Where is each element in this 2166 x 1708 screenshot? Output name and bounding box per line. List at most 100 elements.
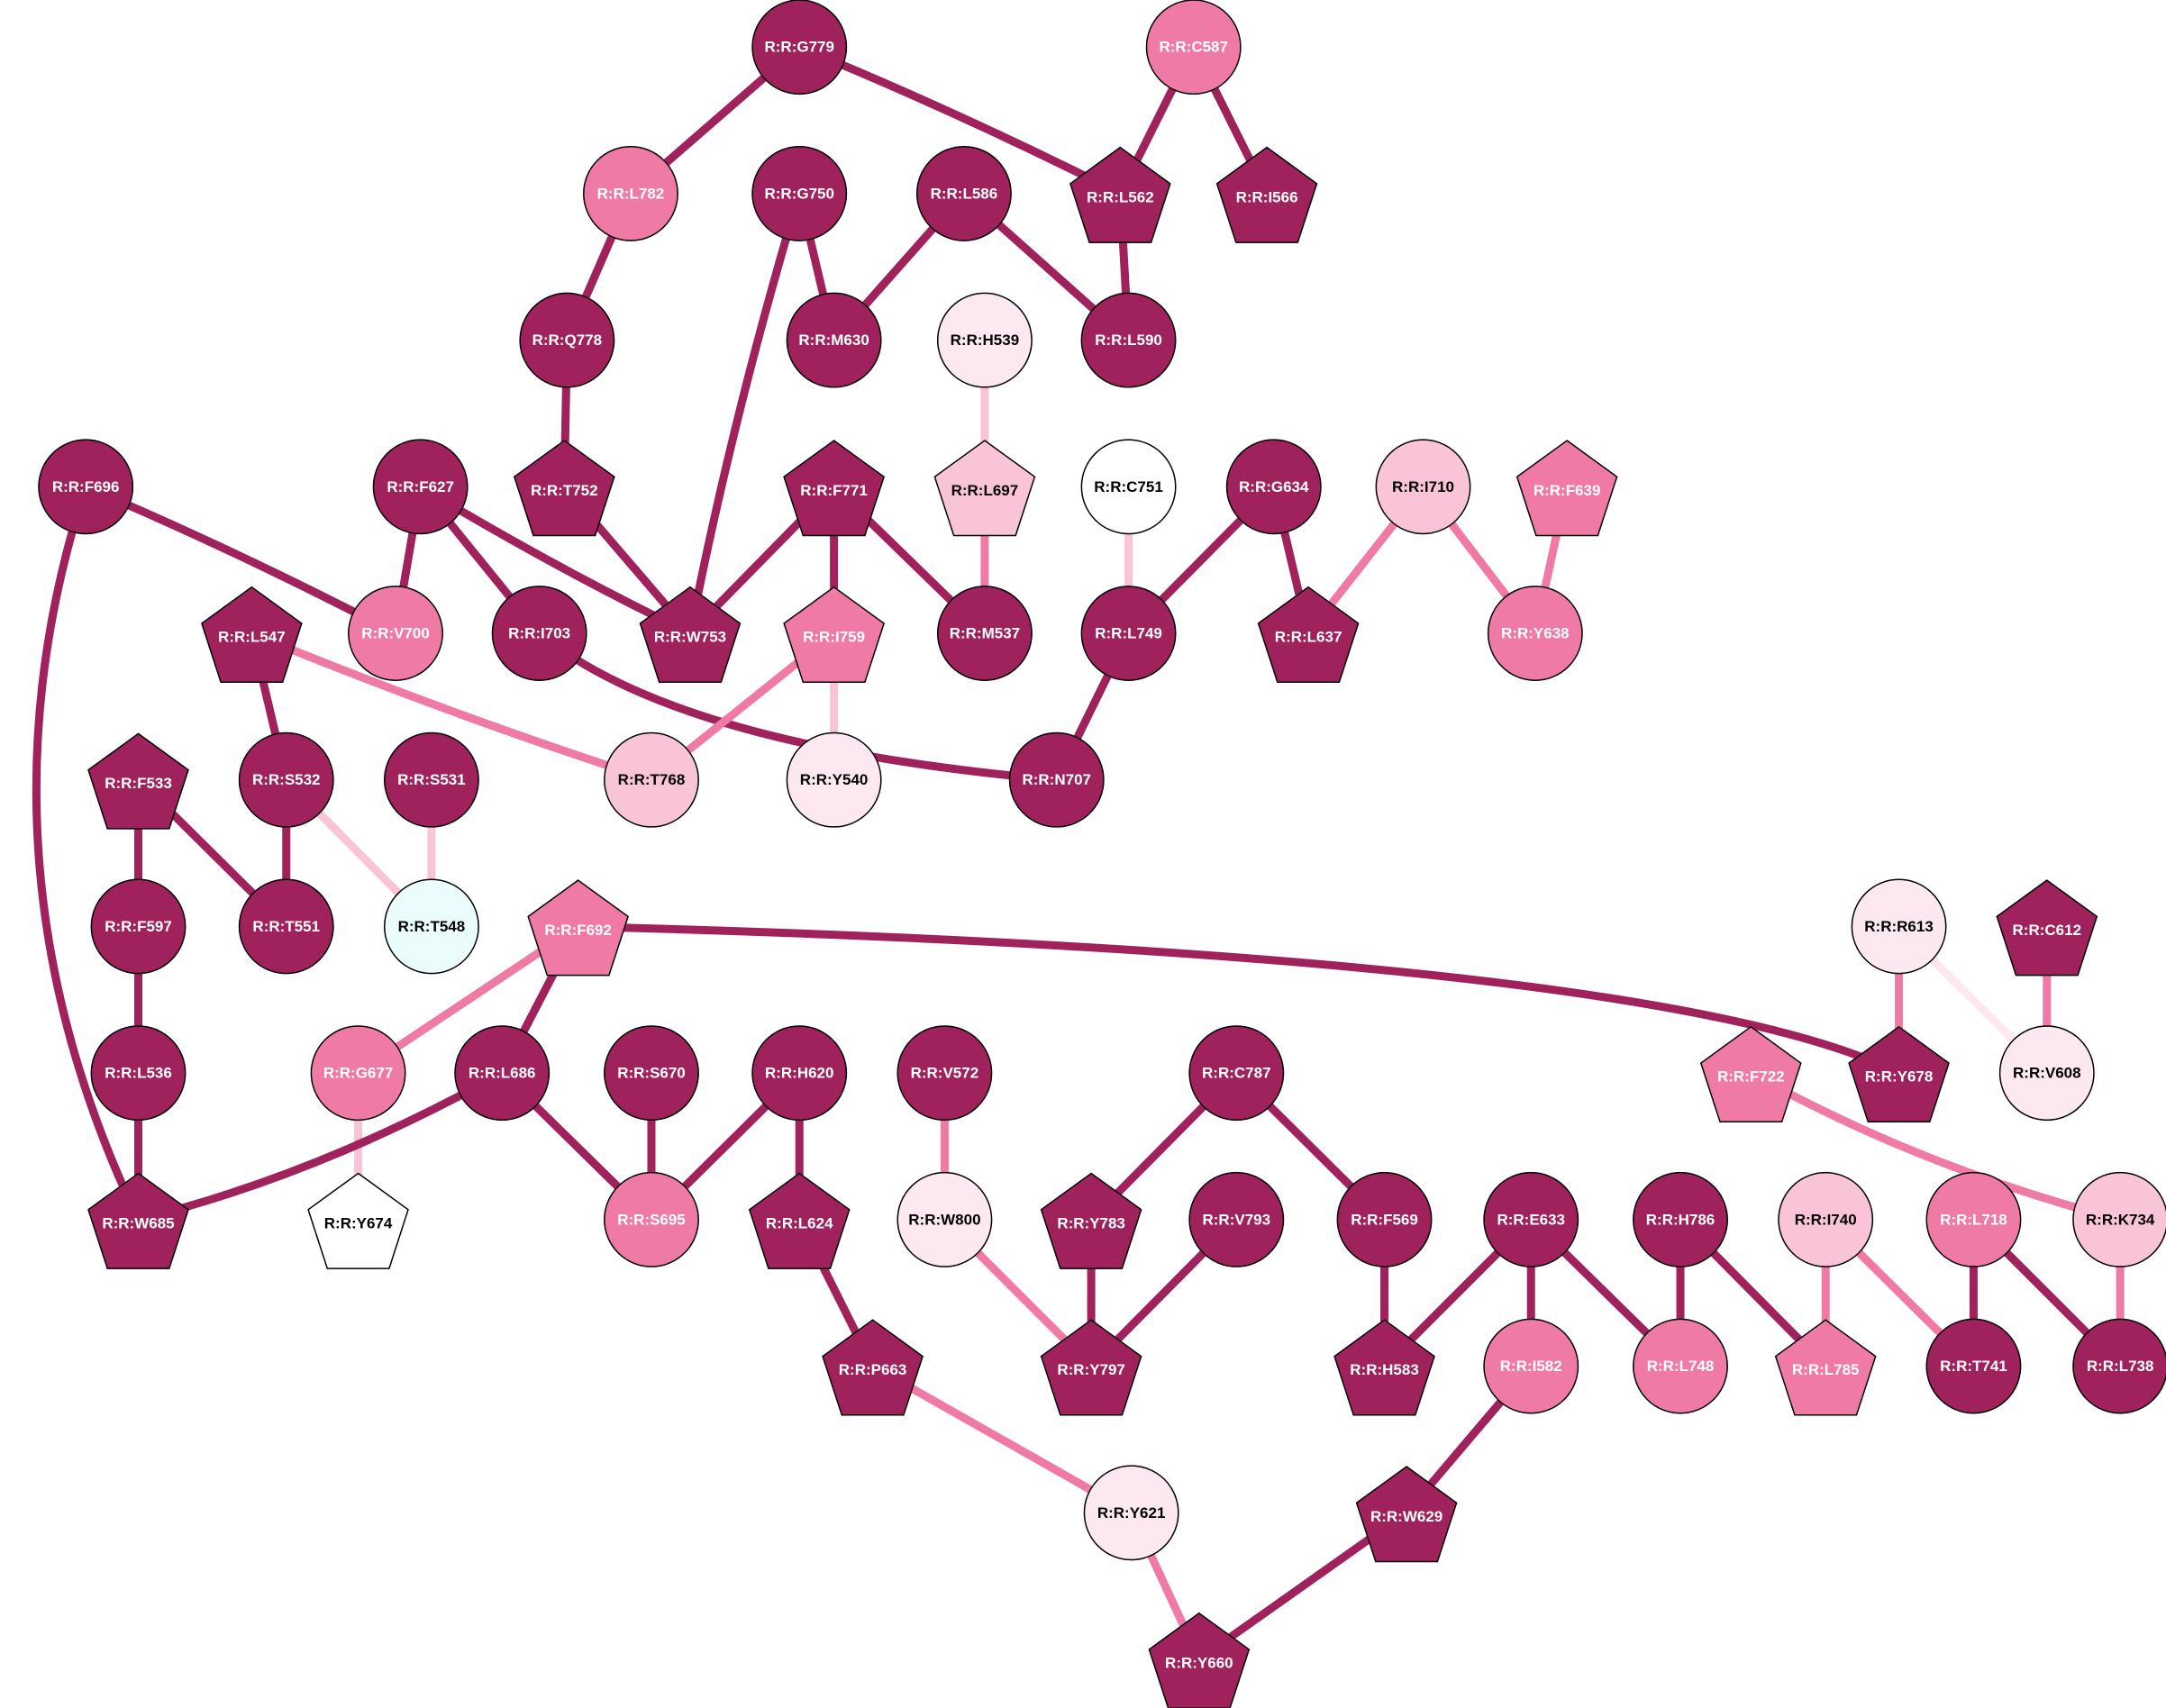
node-shape-v793: [1188, 1171, 1285, 1267]
node-shape-w753: [639, 586, 742, 683]
node-label-i759: R:R:I759: [803, 629, 865, 646]
node-label-l586: R:R:L586: [931, 185, 998, 202]
node-label-i703: R:R:I703: [508, 625, 570, 642]
node-shape-f722: [1699, 1025, 1802, 1123]
node-v793: R:R:V793: [1188, 1171, 1285, 1267]
node-label-p663: R:R:P663: [839, 1361, 907, 1378]
node-label-y540: R:R:Y540: [800, 771, 869, 788]
node-h786: R:R:H786: [1633, 1171, 1728, 1267]
node-f696: R:R:F696: [38, 439, 134, 535]
node-shape-e633: [1483, 1171, 1579, 1267]
node-i740: R:R:I740: [1778, 1171, 1874, 1267]
node-label-v700: R:R:V700: [361, 625, 430, 642]
node-label-y621: R:R:Y621: [1097, 1504, 1166, 1522]
node-shape-s670: [604, 1025, 699, 1122]
node-r613: R:R:R613: [1851, 878, 1947, 975]
node-label-l547: R:R:L547: [218, 629, 286, 646]
node-y678: R:R:Y678: [1848, 1025, 1950, 1123]
node-g677: R:R:G677: [310, 1025, 406, 1122]
node-i759: R:R:I759: [783, 586, 885, 683]
node-shape-f533: [87, 732, 189, 830]
edge-p663-y621: [869, 1362, 1136, 1517]
node-y660: R:R:Y660: [1148, 1612, 1251, 1708]
node-shape-f627: [372, 439, 469, 535]
node-shape-i740: [1778, 1171, 1874, 1267]
edge-l547-t768: [247, 629, 656, 785]
node-l718: R:R:L718: [1925, 1171, 2022, 1267]
node-shape-h583: [1333, 1319, 1435, 1416]
node-l686: R:R:L686: [454, 1025, 551, 1122]
node-shape-c787: [1188, 1025, 1285, 1122]
node-label-l782: R:R:L782: [597, 185, 665, 202]
node-label-h620: R:R:H620: [765, 1065, 834, 1082]
node-c751: R:R:C751: [1080, 439, 1177, 535]
edge-f696-w685: [32, 482, 142, 1224]
node-label-c612: R:R:C612: [2013, 922, 2082, 939]
edge-f722-k734: [1746, 1068, 2125, 1224]
node-label-l686: R:R:L686: [469, 1065, 536, 1082]
node-shape-m537: [936, 586, 1033, 681]
node-shape-g750: [751, 145, 848, 241]
node-label-l738: R:R:L738: [2087, 1358, 2154, 1375]
node-label-w753: R:R:W753: [654, 629, 726, 646]
node-label-i710: R:R:I710: [1392, 478, 1454, 495]
node-label-l718: R:R:L718: [1940, 1211, 2007, 1228]
node-shape-t768: [604, 731, 699, 828]
node-v700: R:R:V700: [348, 586, 443, 681]
node-shape-f692: [527, 879, 629, 977]
node-label-l536: R:R:L536: [105, 1065, 172, 1082]
node-s531: R:R:S531: [383, 731, 479, 828]
node-label-c587: R:R:C587: [1159, 39, 1228, 56]
node-i710: R:R:I710: [1375, 439, 1471, 535]
node-label-f569: R:R:F569: [1351, 1211, 1418, 1228]
node-q778: R:R:Q778: [519, 292, 615, 388]
node-f627: R:R:F627: [372, 439, 469, 535]
node-label-h539: R:R:H539: [951, 332, 1020, 349]
node-label-f533: R:R:F533: [105, 775, 172, 792]
node-shape-l749: [1080, 586, 1177, 681]
node-shape-y660: [1148, 1612, 1251, 1708]
node-label-l748: R:R:L748: [1647, 1358, 1715, 1375]
edge-l686-w685: [134, 1068, 506, 1224]
node-label-v793: R:R:V793: [1202, 1211, 1270, 1228]
node-label-l697: R:R:L697: [951, 482, 1019, 499]
node-label-g677: R:R:G677: [323, 1065, 393, 1082]
node-shape-l697: [933, 440, 1036, 537]
node-label-y660: R:R:Y660: [1165, 1655, 1233, 1672]
node-shape-y540: [786, 731, 882, 828]
node-t548: R:R:T548: [383, 878, 479, 975]
node-k734: R:R:K734: [2072, 1171, 2166, 1267]
node-shape-c587: [1145, 0, 1242, 95]
node-shape-r613: [1851, 878, 1947, 975]
node-label-l749: R:R:L749: [1095, 625, 1162, 642]
node-l738: R:R:L738: [2072, 1318, 2166, 1414]
node-shape-y678: [1848, 1025, 1950, 1123]
node-label-f771: R:R:F771: [800, 482, 868, 499]
node-shape-i566: [1215, 146, 1318, 243]
node-shape-f639: [1515, 440, 1618, 537]
node-shape-l738: [2072, 1318, 2166, 1414]
node-h539: R:R:H539: [936, 292, 1033, 388]
node-y621: R:R:Y621: [1083, 1465, 1179, 1561]
node-shape-s531: [383, 731, 479, 828]
node-shape-i703: [491, 586, 587, 681]
node-i566: R:R:I566: [1215, 146, 1318, 243]
node-shape-c751: [1080, 439, 1177, 535]
node-label-c751: R:R:C751: [1094, 478, 1163, 495]
node-shape-s532: [238, 731, 334, 828]
node-shape-l547: [201, 586, 303, 683]
node-shape-l637: [1257, 586, 1360, 683]
node-y540: R:R:Y540: [786, 731, 882, 828]
node-label-r613: R:R:R613: [1864, 918, 1934, 935]
node-shape-l785: [1774, 1319, 1877, 1416]
node-l562: R:R:L562: [1069, 146, 1171, 243]
node-label-n707: R:R:N707: [1022, 771, 1091, 788]
node-label-t551: R:R:T551: [252, 918, 320, 935]
node-c587: R:R:C587: [1145, 0, 1242, 95]
node-g779: R:R:G779: [751, 0, 848, 95]
node-l586: R:R:L586: [915, 145, 1012, 241]
node-shape-l718: [1925, 1171, 2022, 1267]
node-label-v608: R:R:V608: [2013, 1065, 2081, 1082]
node-f597: R:R:F597: [90, 878, 187, 975]
